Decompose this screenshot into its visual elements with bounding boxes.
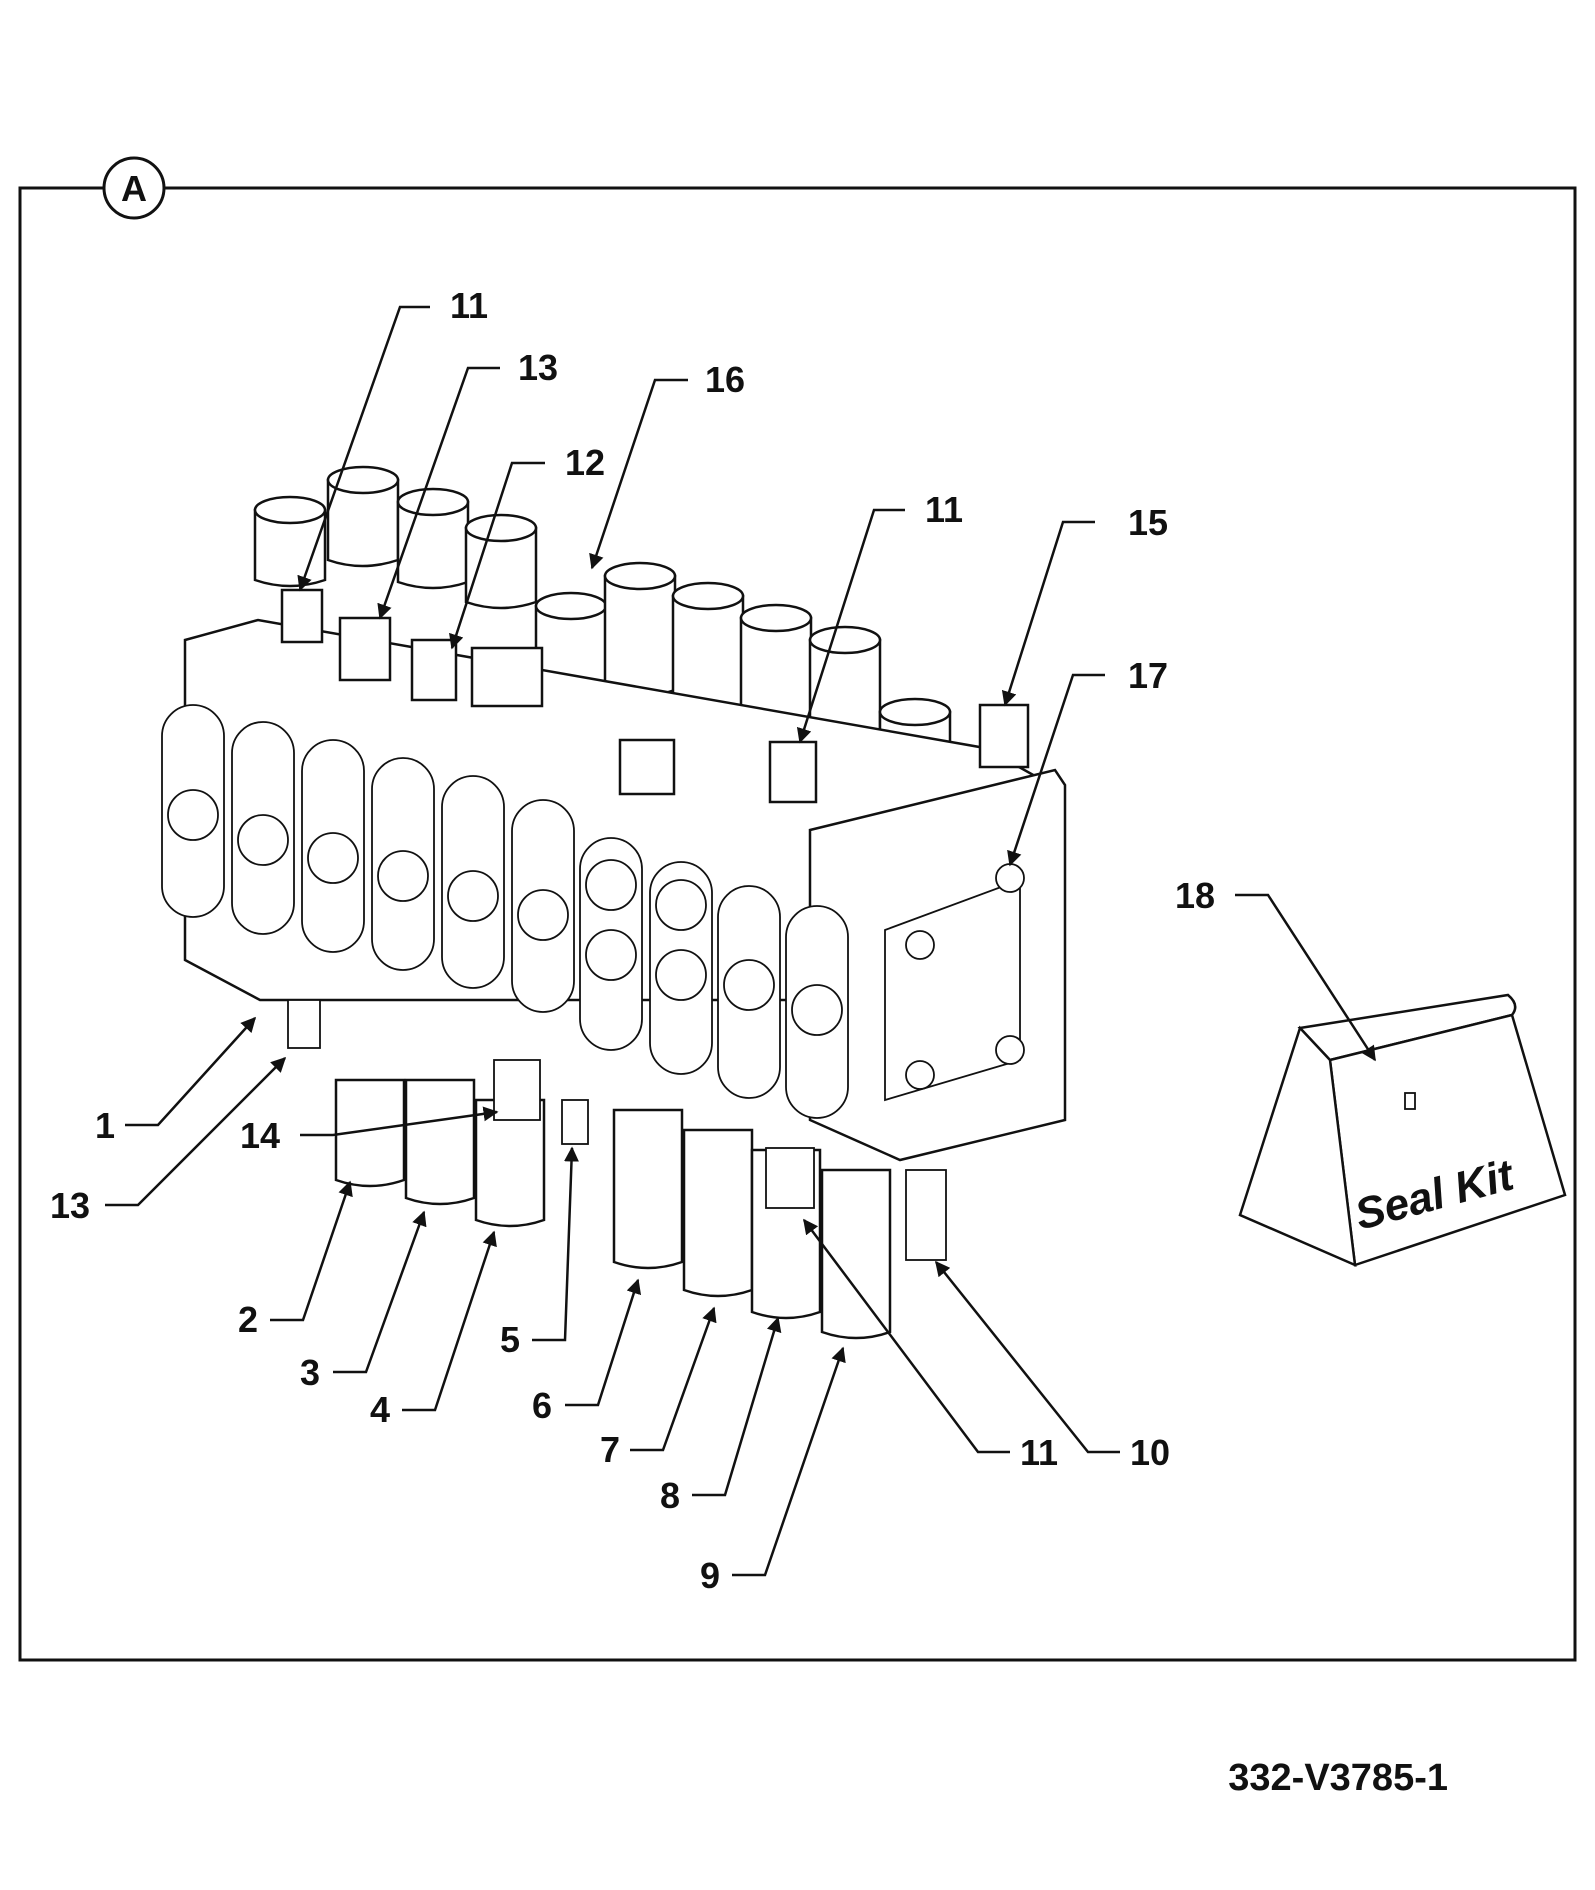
callout-4: 4 [370, 1389, 390, 1430]
view-label-circle [102, 156, 166, 220]
callout-12: 12 [565, 442, 605, 483]
callout-8: 8 [660, 1475, 680, 1516]
view-label: A [121, 168, 147, 209]
callout-11-bottom: 11 [1020, 1432, 1058, 1473]
callout-5: 5 [500, 1319, 520, 1360]
callout-3: 3 [300, 1352, 320, 1393]
callout-1: 1 [95, 1105, 115, 1146]
callout-11-top-right: 11 [925, 489, 963, 530]
top-fittings [280, 588, 1030, 804]
callout-10: 10 [1130, 1432, 1170, 1473]
callout-2: 2 [238, 1299, 258, 1340]
callout-15: 15 [1128, 502, 1168, 543]
callout-leaders [105, 305, 1377, 1577]
drawing-code: 332-V3785-1 [1228, 1757, 1448, 1799]
seal-kit: Seal Kit [1238, 993, 1567, 1268]
control-valve-assembly [161, 465, 1067, 1340]
callout-18: 18 [1175, 875, 1215, 916]
callout-16: 16 [705, 359, 745, 400]
callout-11-top-left: 11 [450, 285, 488, 326]
callout-17: 17 [1128, 655, 1168, 696]
valve-sections [161, 618, 1067, 1162]
callout-labels: 11 13 12 16 11 15 17 18 1 13 14 2 3 4 5 … [50, 285, 1215, 1596]
view-frame: A [18, 156, 1577, 1662]
callout-14: 14 [240, 1115, 280, 1156]
callout-9: 9 [700, 1555, 720, 1596]
callout-13-bottom: 13 [50, 1185, 90, 1226]
callout-6: 6 [532, 1385, 552, 1426]
callout-7: 7 [600, 1429, 620, 1470]
bottom-spool-cylinders [287, 999, 947, 1340]
callout-13-top: 13 [518, 347, 558, 388]
solenoid-cylinders-rear [253, 465, 952, 798]
